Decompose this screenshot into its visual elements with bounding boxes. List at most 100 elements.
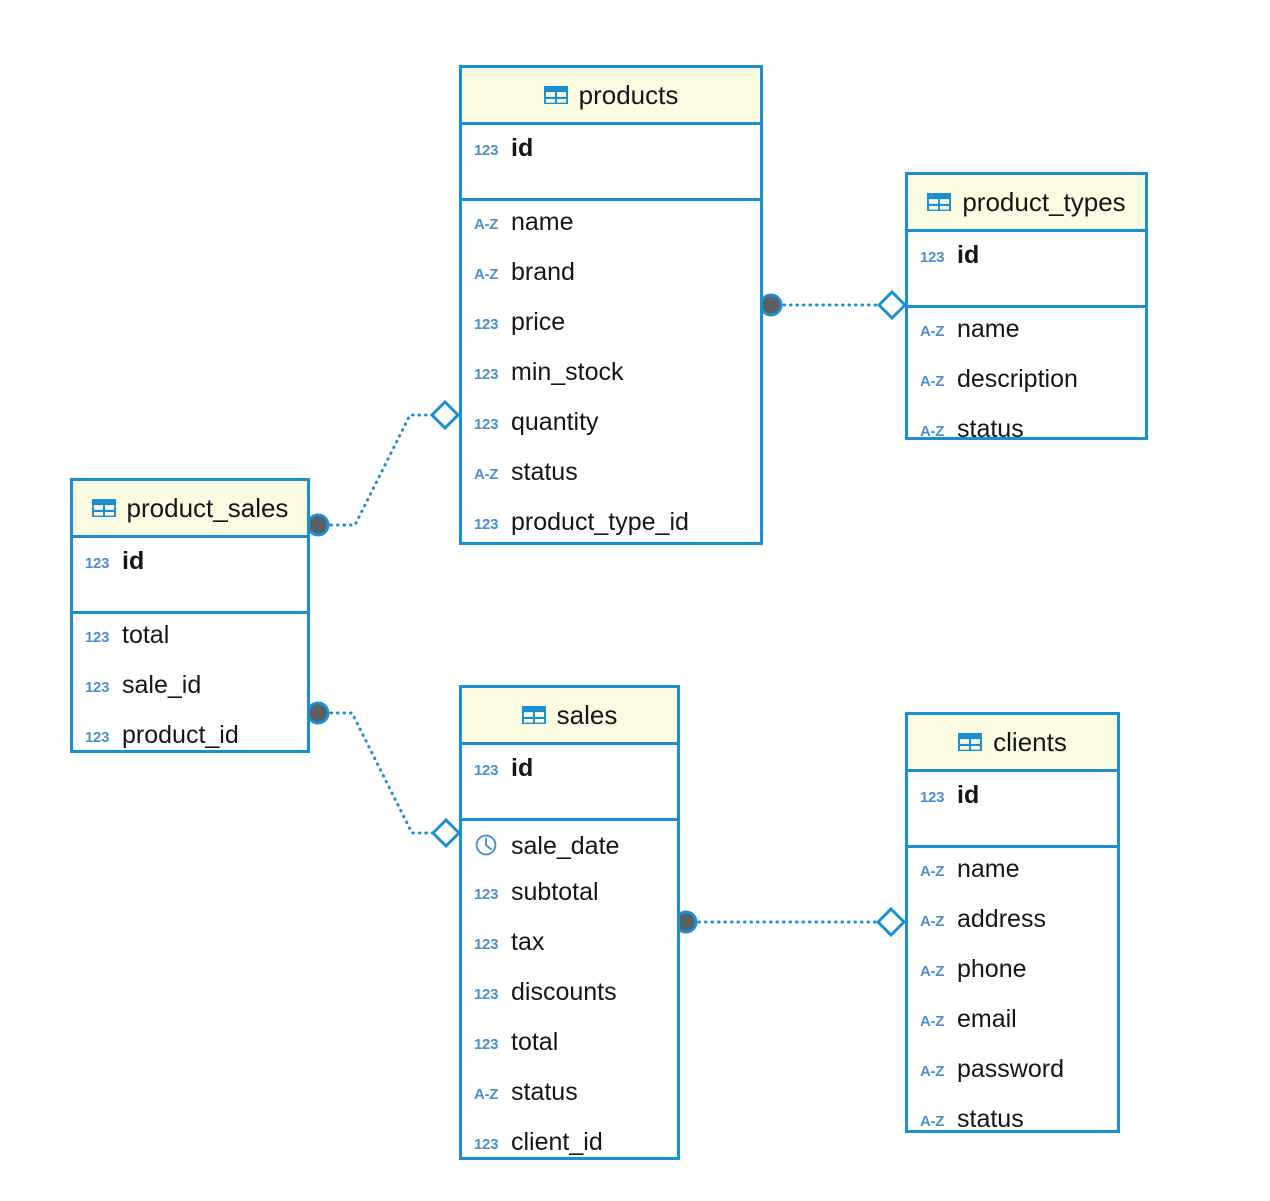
field-type-icon-text: A-Z	[474, 266, 499, 283]
field-type-icon-number: 123	[474, 516, 499, 533]
field-name: email	[957, 1005, 1017, 1033]
field-name: name	[957, 855, 1020, 883]
field-type-icon-number: 123	[474, 936, 499, 953]
field-type-icon-text: A-Z	[474, 466, 499, 483]
entity-header-sales[interactable]: sales	[462, 688, 677, 745]
field-type-icon-number: 123	[920, 789, 945, 806]
relationship-target-marker	[876, 289, 908, 321]
field-type-icon-number: 123	[85, 729, 110, 746]
field-name: product_id	[122, 721, 239, 749]
field-name: product_type_id	[511, 508, 689, 536]
relationship-line	[316, 413, 447, 527]
field-name: password	[957, 1055, 1064, 1083]
field-name: address	[957, 905, 1046, 933]
field-type-icon-number: 123	[474, 1136, 499, 1153]
field-type-icon-text: A-Z	[920, 323, 945, 340]
field-type-icon-text: A-Z	[920, 1063, 945, 1080]
relationship-source-marker	[306, 701, 330, 725]
field-name: id	[511, 134, 534, 162]
table-icon	[927, 192, 952, 212]
field-name: price	[511, 308, 566, 336]
relationship-target-marker	[429, 399, 461, 431]
field-type-icon-number: 123	[474, 316, 499, 333]
field-name: status	[957, 415, 1024, 443]
entity-header-products[interactable]: products	[462, 68, 760, 125]
relationship-products-product_types[interactable]	[759, 289, 908, 321]
field-type-icon-text: A-Z	[920, 963, 945, 980]
field-row[interactable]: 123 tax	[462, 930, 677, 980]
field-row[interactable]: 123 client_id	[462, 1130, 677, 1180]
field-type-icon-date	[474, 833, 502, 862]
clock-icon	[475, 834, 497, 856]
relationship-product_sales-products[interactable]	[306, 399, 461, 537]
entity-title: product_sales	[126, 493, 289, 523]
field-row[interactable]: A-Z password	[908, 1057, 1117, 1107]
field-row[interactable]: sale_date	[462, 830, 677, 880]
relationship-source-marker	[306, 513, 330, 537]
field-row[interactable]: 123 product_id	[73, 723, 307, 773]
field-type-icon-number: 123	[85, 679, 110, 696]
field-name: status	[511, 1078, 578, 1106]
field-type-icon-text: A-Z	[920, 423, 945, 440]
field-type-icon-number: 123	[474, 986, 499, 1003]
field-name: client_id	[511, 1128, 603, 1156]
field-row[interactable]: 123 product_type_id	[462, 510, 760, 560]
relationship-target-marker	[430, 817, 462, 849]
field-type-icon-number: 123	[474, 762, 499, 779]
field-name: tax	[511, 928, 545, 956]
field-type-icon-text: A-Z	[920, 863, 945, 880]
field-name: status	[511, 458, 578, 486]
primary-key-row[interactable]: 123 id	[908, 783, 1117, 833]
entity-header-product_sales[interactable]: product_sales	[73, 481, 307, 538]
entity-title: product_types	[962, 187, 1126, 217]
field-type-icon-number: 123	[474, 366, 499, 383]
entity-header-clients[interactable]: clients	[908, 715, 1117, 772]
field-row[interactable]: A-Z status	[908, 417, 1145, 467]
field-name: description	[957, 365, 1078, 393]
entity-header-product_types[interactable]: product_types	[908, 175, 1145, 232]
relationship-product_sales-sales[interactable]	[306, 701, 462, 849]
field-type-icon-number: 123	[474, 416, 499, 433]
field-name: discounts	[511, 978, 617, 1006]
field-row[interactable]: 123 price	[462, 310, 760, 360]
field-name: total	[122, 621, 170, 649]
field-row[interactable]: A-Z name	[908, 857, 1117, 907]
field-row[interactable]: A-Z email	[908, 1007, 1117, 1057]
relationship-sales-clients[interactable]	[674, 906, 907, 938]
entity-title: sales	[556, 700, 618, 730]
field-type-icon-text: A-Z	[920, 1013, 945, 1030]
field-row[interactable]: 123 discounts	[462, 980, 677, 1030]
field-name: id	[957, 781, 980, 809]
primary-key-section: 123 id	[908, 772, 1117, 848]
field-row[interactable]: A-Z status	[462, 460, 760, 510]
